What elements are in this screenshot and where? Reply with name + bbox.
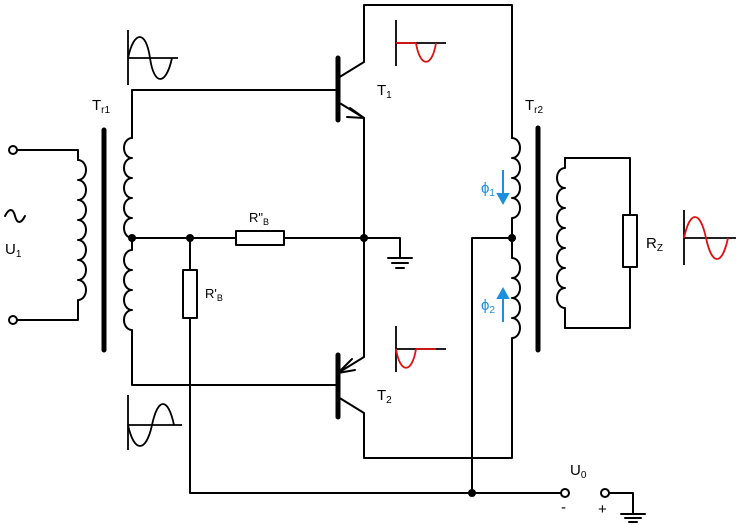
tr2-label: Tr2 (525, 97, 544, 116)
waveform-t2 (395, 326, 446, 372)
waveform-output (683, 210, 736, 265)
junction-dots (128, 234, 516, 497)
t2-label: T2 (377, 387, 392, 406)
t1-label: T1 (377, 82, 392, 101)
resistor-icon (622, 214, 638, 268)
ac-source-icon (4, 209, 26, 223)
rb1-label: R'B (205, 286, 223, 303)
ground-icon (620, 513, 646, 523)
resistor-icon (182, 269, 198, 319)
npn-transistor-icon (335, 237, 513, 459)
rz-label: RZ (646, 235, 663, 254)
rb2-label: R"B (249, 210, 269, 227)
npn-transistor-icon (335, 4, 513, 239)
u0-label: U0 (570, 462, 587, 481)
waveform-t1 (395, 20, 446, 66)
waveform-input-lower (127, 395, 182, 450)
resistor-icon (235, 230, 285, 246)
ground-icon (387, 257, 413, 269)
minus-label: - (561, 499, 566, 516)
phi1-label: ϕ1 (481, 180, 495, 199)
tr1-label: Tr1 (92, 97, 111, 116)
waveform-input-upper (127, 30, 178, 85)
flux-arrow-down (496, 170, 510, 206)
transformer-coil-icon (77, 137, 133, 341)
transformer-coil-icon (511, 137, 566, 341)
input-terminals (8, 145, 79, 325)
flux-arrow-up (496, 286, 510, 322)
phi2-label: ϕ2 (481, 297, 495, 316)
plus-label: + (598, 501, 607, 518)
u1-label: U1 (5, 241, 22, 260)
